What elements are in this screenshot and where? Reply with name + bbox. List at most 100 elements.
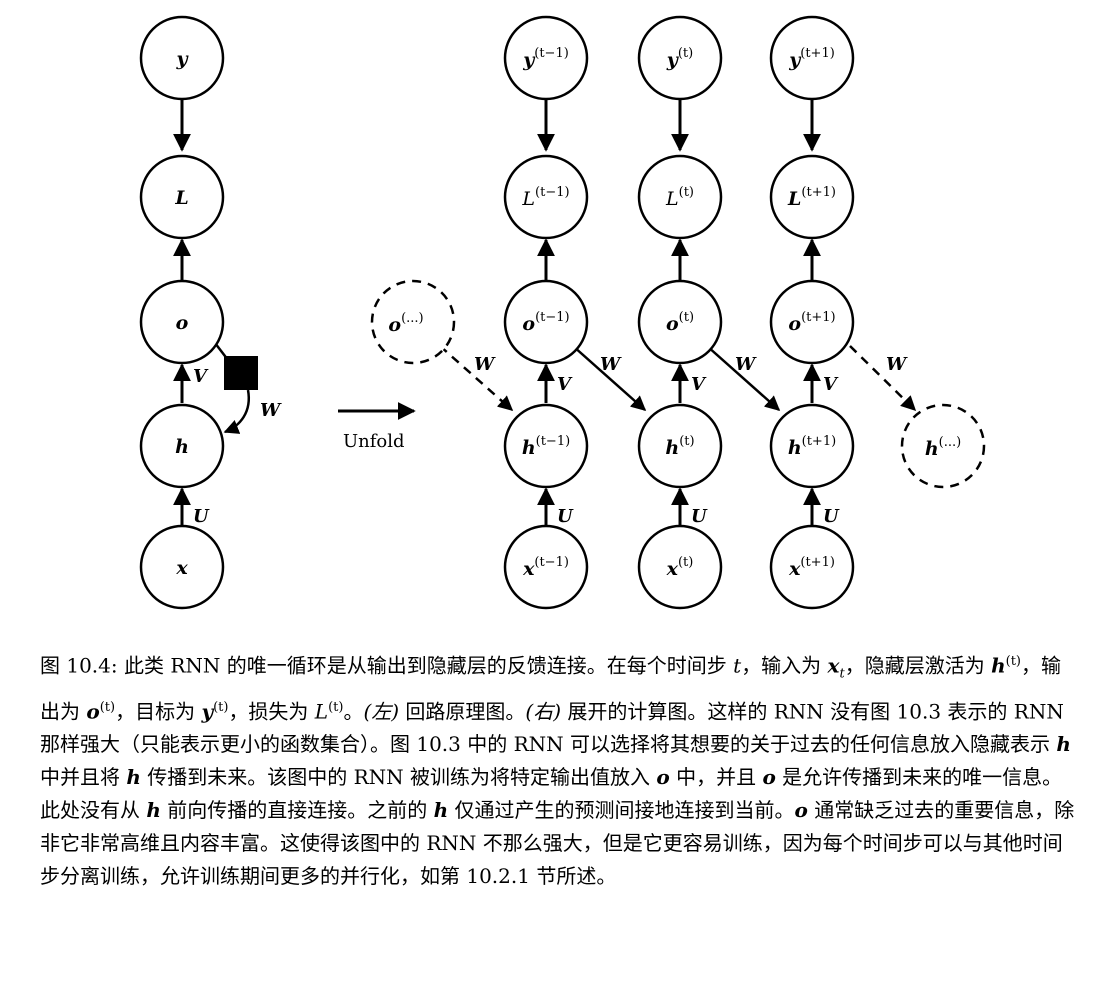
node-o: o bbox=[139, 279, 225, 365]
svg-text:o(t+1): o(t+1) bbox=[788, 310, 835, 335]
node-h-t: h(t) bbox=[637, 403, 723, 489]
svg-text:h(...): h(...) bbox=[925, 435, 961, 460]
caption-text-14: 前向传播的直接连接。之前的 bbox=[160, 798, 434, 823]
svg-text:x(t−1): x(t−1) bbox=[522, 555, 569, 580]
node-o-t-minus-1: o(t−1) bbox=[503, 279, 589, 365]
svg-text:o(...): o(...) bbox=[388, 311, 423, 336]
caption-text-6: ，损失为 bbox=[228, 699, 315, 724]
unfold-label: Unfold bbox=[343, 431, 405, 452]
column-t-minus-1: V U y(t−1) L(t−1) o(t−1) h(t−1) x(t−1) bbox=[503, 15, 589, 610]
math-h-2: h bbox=[1056, 732, 1071, 757]
unfold-arrow: Unfold bbox=[338, 402, 416, 452]
edge-delay-to-h bbox=[223, 389, 251, 434]
edge-label-W-1: W bbox=[474, 354, 496, 375]
svg-text:x(t): x(t) bbox=[666, 555, 694, 580]
edge-label-U-t-plus-1: U bbox=[823, 506, 840, 527]
edge-label-W-4: W bbox=[886, 354, 908, 375]
node-h-t-plus-1: h(t+1) bbox=[769, 403, 855, 489]
svg-text:o(t): o(t) bbox=[666, 310, 694, 335]
svg-text:h: h bbox=[175, 436, 189, 458]
svg-text:L(t+1): L(t+1) bbox=[787, 185, 836, 210]
node-o-ellipsis: o(...) bbox=[370, 279, 456, 365]
math-L-sup: (t) bbox=[328, 699, 344, 715]
math-o-3: o bbox=[762, 765, 776, 790]
caption-text-2: ，输入为 bbox=[741, 653, 828, 678]
math-y-sup: (t) bbox=[213, 699, 229, 715]
node-x-t: x(t) bbox=[637, 524, 723, 610]
edge-label-V: V bbox=[193, 366, 209, 387]
figure-caption: 图 10.4: 此类 RNN 的唯一循环是从输出到隐藏层的反馈连接。在每个时间步… bbox=[40, 645, 1076, 893]
svg-text:y(t): y(t) bbox=[666, 46, 693, 71]
column-t: V U y(t) L(t) o(t) h(t) x(t) bbox=[637, 15, 723, 610]
math-x: x bbox=[827, 653, 840, 678]
svg-text:h(t): h(t) bbox=[665, 434, 694, 459]
node-h-t-minus-1: h(t−1) bbox=[503, 403, 589, 489]
caption-text-16: 通常缺乏过去的重要信息，除非它非常高维且内容丰富。这使得该图中的 RNN 不那么… bbox=[40, 798, 1075, 889]
folded-graph: y L o h x V W U bbox=[139, 15, 282, 610]
node-x-t-minus-1: x(t−1) bbox=[503, 524, 589, 610]
unfolded-graph: W W W W o(...) h(...) V U y(t−1) L(t−1) bbox=[370, 15, 986, 610]
edge-label-V-t-plus-1: V bbox=[823, 374, 839, 395]
node-L-t: L(t) bbox=[637, 154, 723, 240]
edge-label-W-2: W bbox=[600, 354, 622, 375]
math-t: t bbox=[733, 653, 742, 678]
node-y: y bbox=[139, 15, 225, 101]
edge-W-t bbox=[706, 345, 781, 411]
caption-text-7: 。 bbox=[343, 699, 364, 724]
rnn-output-recurrence-diagram: y L o h x V W U Unfold W W bbox=[139, 15, 986, 610]
svg-text:x(t+1): x(t+1) bbox=[788, 555, 835, 580]
math-L: L bbox=[314, 699, 329, 724]
math-o: o bbox=[86, 699, 100, 724]
caption-text-4: ，输出为 bbox=[40, 653, 1061, 724]
caption-text-3: ，隐藏层激活为 bbox=[844, 653, 992, 678]
caption-text-11: 传播到未来。该图中的 RNN 被训练为将特定输出值放入 bbox=[140, 765, 657, 790]
caption-text-1: 此类 RNN 的唯一循环是从输出到隐藏层的反馈连接。在每个时间步 bbox=[117, 653, 734, 678]
svg-text:x: x bbox=[175, 557, 188, 579]
edge-label-V-t: V bbox=[691, 374, 707, 395]
column-t-plus-1: V U y(t+1) L(t+1) o(t+1) h(t+1) x(t+1) bbox=[769, 15, 855, 610]
caption-paragraph: 图 10.4: 此类 RNN 的唯一循环是从输出到隐藏层的反馈连接。在每个时间步… bbox=[40, 645, 1076, 893]
math-x-sub: t bbox=[839, 666, 845, 682]
node-y-t-minus-1: y(t−1) bbox=[503, 15, 589, 101]
svg-text:L(t−1): L(t−1) bbox=[521, 185, 569, 210]
node-L-t-plus-1: L(t+1) bbox=[769, 154, 855, 240]
math-h-5: h bbox=[433, 798, 449, 823]
edge-W-dashed-in bbox=[439, 345, 514, 411]
math-h-sup: (t) bbox=[1005, 654, 1021, 669]
node-h-ellipsis: h(...) bbox=[900, 403, 986, 489]
svg-text:o(t−1): o(t−1) bbox=[522, 310, 569, 335]
figure-ref: 图 10.4: bbox=[40, 653, 118, 678]
node-L: L bbox=[139, 154, 225, 240]
node-x: x bbox=[139, 524, 225, 610]
caption-text-9: 展开的计算图。这样的 RNN 没有图 10.3 表示的 RNN 那样强大（只能表… bbox=[40, 699, 1064, 757]
svg-text:y(t−1): y(t−1) bbox=[522, 46, 569, 71]
svg-text:o: o bbox=[176, 312, 189, 334]
edge-label-V-t-minus-1: V bbox=[557, 374, 573, 395]
caption-text-15: 仅通过产生的预测间接地连接到当前。 bbox=[448, 798, 795, 823]
edge-label-U: U bbox=[193, 506, 210, 527]
node-y-t-plus-1: y(t+1) bbox=[769, 15, 855, 101]
math-o-sup: (t) bbox=[99, 699, 116, 715]
caption-text-12: 中，并且 bbox=[669, 765, 763, 790]
node-x-t-plus-1: x(t+1) bbox=[769, 524, 855, 610]
svg-text:h(t+1): h(t+1) bbox=[788, 434, 836, 459]
right-tag: (右) bbox=[525, 699, 562, 724]
svg-text:L(t): L(t) bbox=[665, 185, 694, 210]
edge-label-W: W bbox=[260, 400, 282, 421]
math-y: y bbox=[201, 699, 214, 724]
edge-label-U-t: U bbox=[691, 506, 708, 527]
caption-text-13: 是允许传播到未来的唯一信息。此处没有从 bbox=[40, 765, 1063, 823]
caption-text-10: 中并且将 bbox=[40, 765, 127, 790]
math-o-2: o bbox=[656, 765, 670, 790]
node-o-t: o(t) bbox=[637, 279, 723, 365]
math-h-3: h bbox=[126, 765, 141, 790]
math-h: h bbox=[991, 653, 1006, 678]
math-o-4: o bbox=[794, 798, 808, 823]
edge-label-W-3: W bbox=[735, 354, 757, 375]
svg-text:h(t−1): h(t−1) bbox=[522, 434, 570, 459]
delay-square bbox=[224, 356, 258, 390]
node-h: h bbox=[139, 403, 225, 489]
node-L-t-minus-1: L(t−1) bbox=[503, 154, 589, 240]
left-tag: (左) bbox=[363, 699, 400, 724]
caption-text-5: ，目标为 bbox=[115, 699, 202, 724]
